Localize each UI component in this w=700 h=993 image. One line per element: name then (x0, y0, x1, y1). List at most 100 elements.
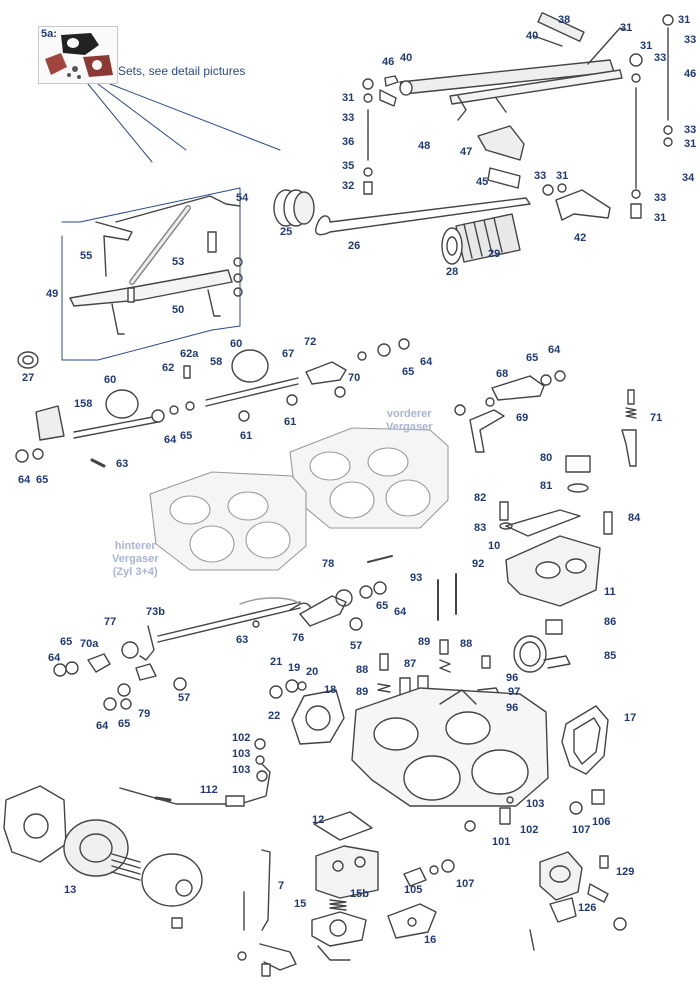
callout-7[interactable]: 7 (278, 880, 285, 892)
callout-31d[interactable]: 31 (556, 170, 569, 182)
callout-87[interactable]: 87 (404, 658, 417, 670)
callout-33f[interactable]: 33 (654, 192, 667, 204)
callout-70[interactable]: 70 (348, 372, 361, 384)
callout-57b[interactable]: 57 (178, 692, 191, 704)
callout-65g[interactable]: 65 (118, 718, 131, 730)
callout-35[interactable]: 35 (342, 160, 355, 172)
callout-48[interactable]: 48 (418, 140, 431, 152)
callout-82[interactable]: 82 (474, 492, 487, 504)
callout-20[interactable]: 20 (306, 666, 319, 678)
callout-62a[interactable]: 62a (180, 348, 199, 360)
callout-79[interactable]: 79 (138, 708, 151, 720)
callout-49[interactable]: 49 (46, 288, 59, 300)
callout-83[interactable]: 83 (474, 522, 487, 534)
callout-72[interactable]: 72 (304, 336, 317, 348)
callout-13[interactable]: 13 (64, 884, 77, 896)
callout-55[interactable]: 55 (80, 250, 93, 262)
callout-70a[interactable]: 70a (80, 638, 99, 650)
callout-65d[interactable]: 65 (36, 474, 49, 486)
callout-96a[interactable]: 96 (506, 672, 519, 684)
callout-102b[interactable]: 102 (520, 824, 539, 836)
callout-46b[interactable]: 46 (684, 68, 697, 80)
callout-84[interactable]: 84 (628, 512, 641, 524)
callout-21[interactable]: 21 (270, 656, 283, 668)
callout-17[interactable]: 17 (624, 712, 637, 724)
callout-80[interactable]: 80 (540, 452, 553, 464)
callout-78[interactable]: 78 (322, 558, 335, 570)
callout-33b[interactable]: 33 (342, 112, 355, 124)
callout-86[interactable]: 86 (604, 616, 617, 628)
callout-27[interactable]: 27 (22, 372, 35, 384)
callout-105[interactable]: 105 (404, 884, 423, 896)
callout-67[interactable]: 67 (282, 348, 295, 360)
callout-40a[interactable]: 40 (400, 52, 413, 64)
callout-103c[interactable]: 103 (526, 798, 545, 810)
callout-28[interactable]: 28 (446, 266, 459, 278)
callout-19[interactable]: 19 (288, 662, 301, 674)
callout-89b[interactable]: 89 (356, 686, 369, 698)
callout-97[interactable]: 97 (508, 686, 521, 698)
callout-60b[interactable]: 60 (230, 338, 243, 350)
callout-103b[interactable]: 103 (232, 764, 251, 776)
callout-64f[interactable]: 64 (48, 652, 61, 664)
callout-112[interactable]: 112 (200, 784, 218, 796)
callout-71[interactable]: 71 (650, 412, 663, 424)
callout-45[interactable]: 45 (476, 176, 489, 188)
callout-89a[interactable]: 89 (418, 636, 431, 648)
callout-31g[interactable]: 31 (654, 212, 667, 224)
callout-65e[interactable]: 65 (376, 600, 389, 612)
callout-68[interactable]: 68 (496, 368, 509, 380)
callout-57a[interactable]: 57 (350, 640, 363, 652)
callout-32[interactable]: 32 (342, 180, 355, 192)
callout-42[interactable]: 42 (574, 232, 587, 244)
callout-12[interactable]: 12 (312, 814, 325, 826)
callout-61a[interactable]: 61 (240, 430, 253, 442)
callout-33c[interactable]: 33 (534, 170, 547, 182)
sets-thumbnail[interactable]: 5a: (38, 26, 118, 84)
callout-65f[interactable]: 65 (60, 636, 73, 648)
callout-15[interactable]: 15 (294, 898, 307, 910)
callout-16[interactable]: 16 (424, 934, 437, 946)
callout-40b[interactable]: 40 (526, 30, 539, 42)
callout-158[interactable]: 158 (74, 398, 93, 410)
callout-88b[interactable]: 88 (356, 664, 369, 676)
callout-61b[interactable]: 61 (284, 416, 297, 428)
callout-34[interactable]: 34 (682, 172, 695, 184)
callout-58[interactable]: 58 (210, 356, 223, 368)
callout-31e[interactable]: 31 (640, 40, 653, 52)
callout-64b[interactable]: 64 (548, 344, 561, 356)
callout-96b[interactable]: 96 (506, 702, 519, 714)
callout-46a[interactable]: 46 (382, 56, 395, 68)
callout-10[interactable]: 10 (488, 540, 501, 552)
callout-64e[interactable]: 64 (394, 606, 407, 618)
callout-64d[interactable]: 64 (18, 474, 31, 486)
callout-64a[interactable]: 64 (420, 356, 433, 368)
callout-92[interactable]: 92 (472, 558, 485, 570)
callout-106[interactable]: 106 (592, 816, 611, 828)
callout-33d[interactable]: 33 (654, 52, 667, 64)
callout-18[interactable]: 18 (324, 684, 337, 696)
callout-102a[interactable]: 102 (232, 732, 251, 744)
callout-126[interactable]: 126 (578, 902, 597, 914)
callout-101[interactable]: 101 (492, 836, 511, 848)
callout-63b[interactable]: 63 (236, 634, 249, 646)
callout-107a[interactable]: 107 (572, 824, 591, 836)
callout-54[interactable]: 54 (236, 192, 249, 204)
callout-62[interactable]: 62 (162, 362, 175, 374)
callout-31f[interactable]: 31 (684, 138, 697, 150)
callout-65c[interactable]: 65 (180, 430, 193, 442)
callout-36[interactable]: 36 (342, 136, 355, 148)
callout-53[interactable]: 53 (172, 256, 185, 268)
callout-29[interactable]: 29 (488, 248, 501, 260)
callout-64c[interactable]: 64 (164, 434, 177, 446)
callout-81[interactable]: 81 (540, 480, 553, 492)
callout-65b[interactable]: 65 (526, 352, 539, 364)
callout-15b[interactable]: 15b (350, 888, 369, 900)
callout-50[interactable]: 50 (172, 304, 185, 316)
callout-103a[interactable]: 103 (232, 748, 251, 760)
callout-11[interactable]: 11 (604, 586, 616, 598)
callout-33e[interactable]: 33 (684, 124, 697, 136)
callout-65a[interactable]: 65 (402, 366, 415, 378)
callout-107b[interactable]: 107 (456, 878, 475, 890)
callout-31b[interactable]: 31 (620, 22, 633, 34)
